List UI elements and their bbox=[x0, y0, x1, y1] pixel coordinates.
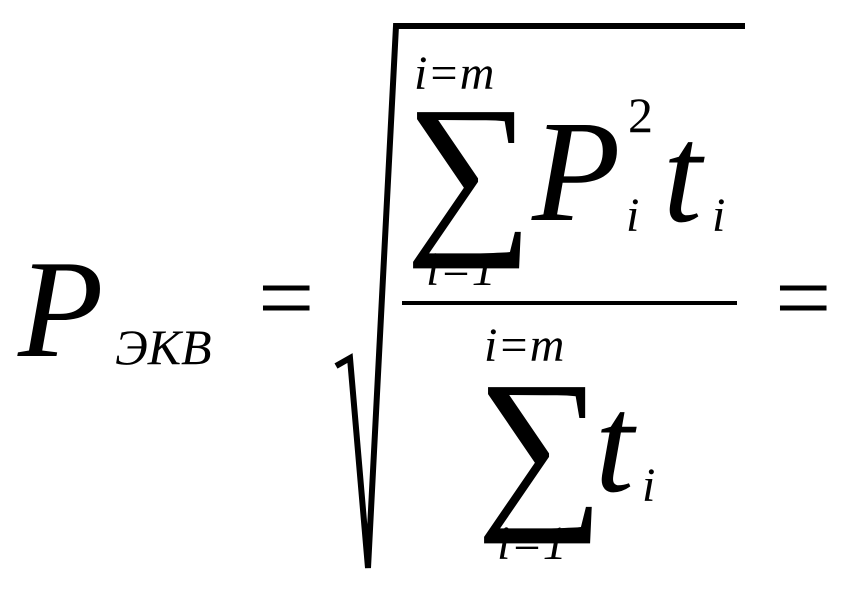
denominator-time-t: t bbox=[595, 367, 634, 522]
numerator-time-subscript: i bbox=[712, 189, 726, 242]
numerator-power-subscript: i bbox=[626, 189, 640, 242]
denominator-sum-lower-limit: i=1 bbox=[497, 517, 567, 570]
denominator-sum-sign: ∑ bbox=[476, 345, 605, 544]
numerator-sum-upper-limit: i=m bbox=[414, 47, 495, 100]
radical-sign bbox=[334, 23, 745, 569]
subscript-ekv: ЭКВ bbox=[115, 319, 212, 375]
power-symbol-p: P bbox=[18, 232, 104, 387]
numerator-power-p: P bbox=[532, 92, 621, 252]
denominator-sum-upper-limit: i=m bbox=[484, 319, 565, 372]
numerator-time-t: t bbox=[663, 97, 702, 252]
equals-sign-right: = bbox=[775, 242, 832, 353]
denominator-time-subscript: i bbox=[642, 459, 656, 512]
equals-sign-left: = bbox=[258, 242, 315, 353]
numerator-sum-sign: ∑ bbox=[405, 70, 534, 269]
numerator-sum-lower-limit: i=1 bbox=[426, 243, 496, 296]
numerator-exponent: 2 bbox=[628, 87, 653, 143]
